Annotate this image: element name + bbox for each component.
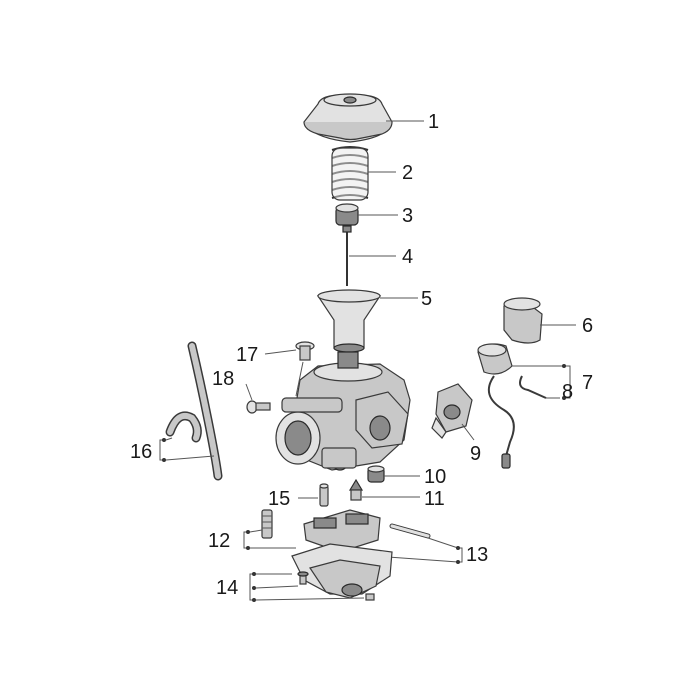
- callout-1: 1: [428, 111, 439, 133]
- part-clip: [519, 375, 547, 399]
- part-float-bowl: [291, 543, 393, 599]
- callout-13: 13: [466, 544, 488, 566]
- callout-17: 17: [236, 344, 258, 366]
- bracket-16: [159, 439, 164, 461]
- leader-12a: [249, 529, 263, 533]
- part-screws-14: [297, 571, 375, 601]
- callout-4: 4: [402, 246, 413, 268]
- bracket-7: [564, 365, 571, 399]
- part-needle: [342, 225, 352, 286]
- part-starter: [477, 343, 515, 469]
- callout-16: 16: [130, 441, 152, 463]
- part-bushing: [335, 203, 359, 226]
- callout-15: 15: [268, 488, 290, 510]
- callout-11: 11: [424, 488, 445, 510]
- callout-14: 14: [216, 577, 238, 599]
- callout-3: 3: [402, 205, 413, 227]
- part-emulsion-tube: [261, 509, 273, 539]
- leader-14b: [255, 585, 299, 589]
- part-carburetor-body: [275, 351, 411, 471]
- leader-16a: [165, 437, 173, 441]
- leader-18: [245, 383, 253, 401]
- bracket-13: [458, 547, 463, 563]
- leader-17b: [295, 361, 304, 397]
- part-cover: [303, 93, 393, 143]
- part-float: [303, 509, 431, 553]
- bracket-12: [243, 531, 248, 549]
- callout-8: 8: [562, 381, 573, 403]
- part-thermo-unit: [431, 383, 473, 439]
- callout-6: 6: [582, 315, 593, 337]
- callout-12: 12: [208, 530, 230, 552]
- leader-16b: [165, 455, 215, 461]
- leader-9: [461, 423, 475, 441]
- part-hoses: [165, 341, 223, 481]
- leader-13a: [427, 537, 459, 549]
- callout-9: 9: [470, 443, 481, 465]
- part-nut: [367, 465, 385, 483]
- leader-17: [264, 349, 297, 355]
- part-cap: [503, 297, 543, 344]
- leader-14c: [255, 597, 365, 601]
- part-jet: [319, 483, 329, 507]
- callout-5: 5: [421, 288, 432, 310]
- callout-18: 18: [212, 368, 234, 390]
- part-needle-valve: [348, 478, 364, 501]
- part-screw-17: [295, 341, 315, 361]
- callout-7: 7: [582, 372, 593, 394]
- part-spring: [331, 146, 369, 201]
- part-slide-valve: [316, 289, 382, 353]
- part-screw-18: [246, 400, 271, 414]
- callout-2: 2: [402, 162, 413, 184]
- callout-10: 10: [424, 466, 446, 488]
